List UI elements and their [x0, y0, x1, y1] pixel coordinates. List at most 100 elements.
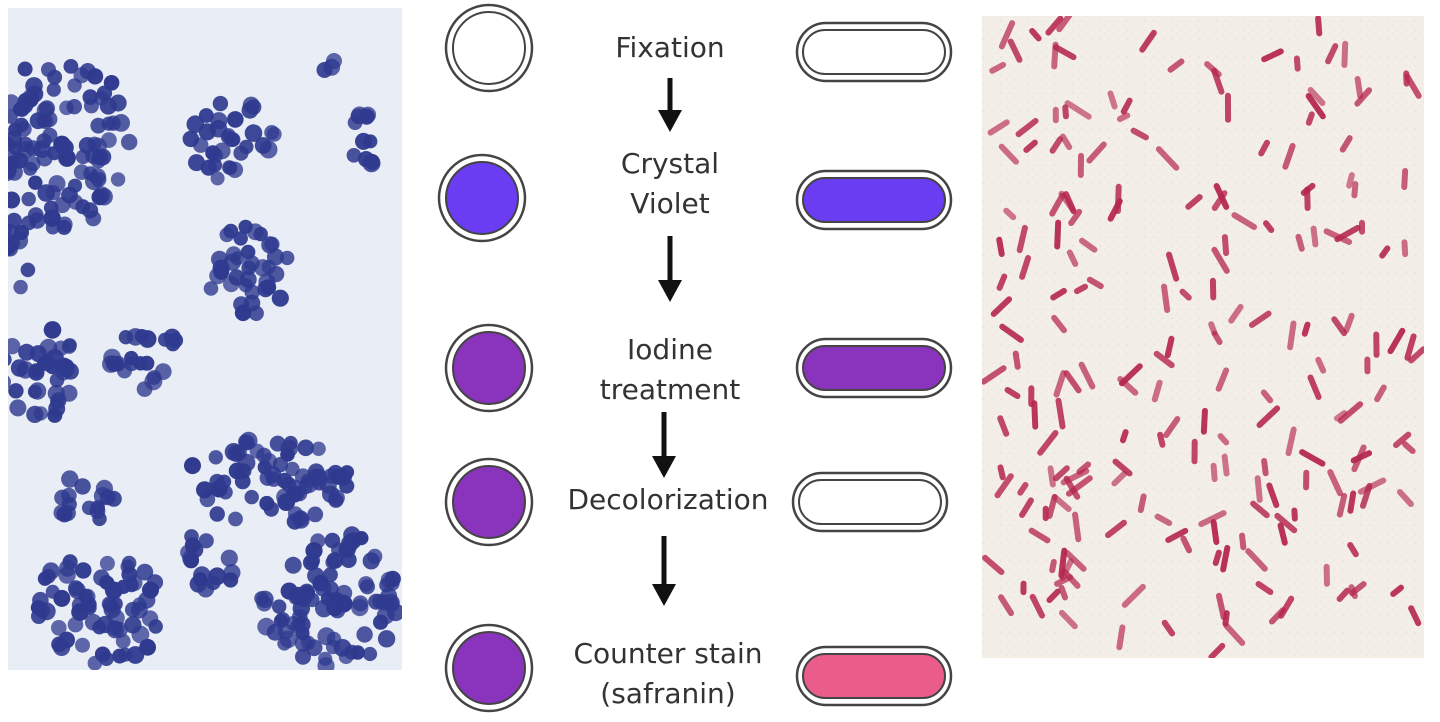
rod-cell	[1291, 507, 1298, 521]
coccus-cell	[102, 596, 117, 611]
step-label-crystal-violet: Crystal Violet	[540, 144, 800, 224]
coccus-cell	[326, 599, 343, 616]
coccus-cell	[75, 638, 90, 653]
coccus-cell	[37, 151, 53, 167]
coccus-cell	[100, 556, 115, 571]
coccus-cell	[226, 132, 240, 146]
step-label-line: Crystal	[540, 144, 800, 184]
coccus-cell	[213, 264, 229, 280]
rod-cell	[1364, 356, 1370, 374]
coccus-cell	[231, 445, 247, 461]
coccus-cell	[82, 202, 98, 218]
coccus-cell	[136, 564, 153, 581]
coccus-cell	[244, 255, 260, 271]
coccus-cell	[106, 356, 122, 372]
coccus-cell	[295, 634, 313, 652]
coccus-cell	[92, 189, 108, 205]
step-label-line: Fixation	[540, 28, 800, 68]
coccus-cell	[307, 567, 324, 584]
arrowhead-icon	[652, 584, 676, 606]
coccus-cell	[0, 155, 5, 171]
coccus-cell	[139, 356, 154, 371]
coccus-cell	[18, 62, 33, 77]
coccus-cell	[385, 597, 400, 612]
coccus-cell	[250, 444, 265, 459]
gram-positive-cell	[453, 632, 525, 704]
coccus-cell	[328, 489, 345, 506]
coccus-cell	[30, 112, 47, 129]
coccus-cell	[99, 575, 113, 589]
rod-cell	[1054, 219, 1061, 249]
gram-negative-cell	[803, 178, 945, 222]
coccus-cell	[272, 599, 286, 613]
coccus-cell	[29, 363, 44, 378]
rod-cell	[1031, 400, 1038, 430]
step-label-line: Decolorization	[538, 480, 798, 520]
coccus-cell	[317, 657, 334, 674]
coccus-cell	[31, 601, 46, 616]
coccus-cell	[208, 158, 222, 172]
rod-cell	[1115, 184, 1122, 214]
rod-cell	[1053, 107, 1059, 124]
coccus-cell	[57, 220, 72, 235]
coccus-cell	[9, 399, 26, 416]
coccus-cell	[8, 383, 23, 398]
coccus-cell	[58, 566, 75, 583]
coccus-cell	[266, 471, 282, 487]
coccus-cell	[46, 349, 64, 367]
coccus-cell	[75, 562, 91, 578]
coccus-cell	[228, 512, 243, 527]
coccus-cell	[121, 134, 137, 150]
coccus-cell	[29, 382, 46, 399]
coccus-cell	[257, 281, 274, 298]
coccus-cell	[47, 70, 62, 85]
coccus-cell	[213, 96, 228, 111]
coccus-cell	[306, 553, 321, 568]
coccus-cell	[293, 512, 310, 529]
coccus-cell	[193, 137, 209, 153]
coccus-cell	[116, 634, 131, 649]
coccus-cell	[42, 562, 59, 579]
coccus-cell	[334, 639, 352, 657]
gram-positive-cell	[446, 162, 518, 234]
coccus-cell	[62, 339, 77, 354]
coccus-cell	[64, 59, 79, 74]
coccus-cell	[233, 464, 249, 480]
coccus-cell	[358, 576, 374, 592]
coccus-cell	[277, 636, 291, 650]
gram-positive-cocci-micrograph	[0, 8, 405, 674]
coccus-cell	[57, 139, 74, 156]
coccus-cell	[3, 109, 17, 123]
gram-negative-cell	[803, 346, 945, 390]
coccus-cell	[378, 630, 395, 647]
coccus-cell	[119, 330, 133, 344]
coccus-cell	[343, 526, 360, 543]
coccus-cell	[223, 161, 237, 175]
coccus-cell	[21, 263, 36, 278]
coccus-cell	[311, 442, 325, 456]
coccus-cell	[356, 626, 372, 642]
coccus-cell	[164, 329, 181, 346]
coccus-cell	[94, 487, 112, 505]
coccus-cell	[325, 556, 339, 570]
rod-cell	[1191, 439, 1197, 465]
coccus-cell	[260, 141, 278, 159]
coccus-cell	[76, 150, 91, 165]
coccus-cell	[16, 121, 31, 136]
coccus-cell	[206, 576, 221, 591]
coccus-cell	[210, 506, 225, 521]
coccus-cell	[17, 141, 34, 158]
coccus-cell	[61, 470, 78, 487]
coccus-cell	[381, 572, 397, 588]
coccus-cell	[116, 580, 130, 594]
rod-cell	[1401, 168, 1408, 190]
rod-cell	[1373, 331, 1379, 357]
gram-positive-cell	[453, 332, 525, 404]
coccus-cell	[1, 224, 18, 241]
coccus-cell	[257, 618, 275, 636]
coccus-cell	[180, 545, 195, 560]
coccus-cell	[144, 372, 162, 390]
coccus-cell	[214, 143, 231, 160]
coccus-cell	[267, 127, 282, 142]
coccus-cell	[209, 474, 224, 489]
